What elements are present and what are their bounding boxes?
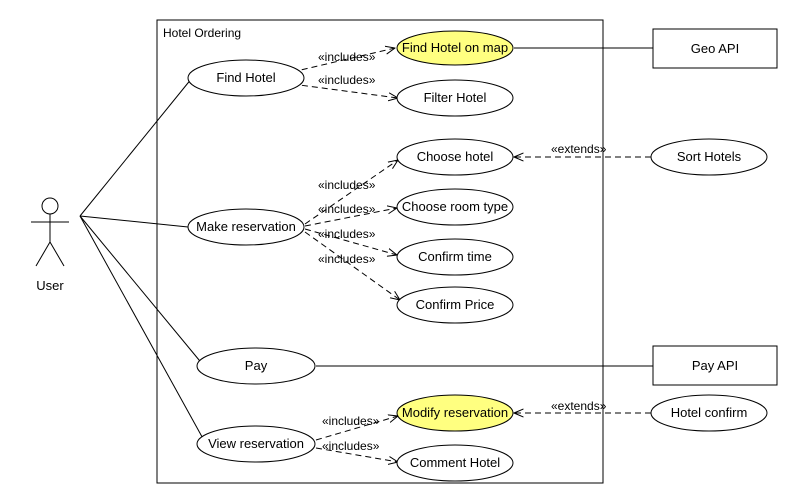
use-case-pay: Pay	[196, 347, 316, 385]
include-reserve-to-confirm-time	[304, 228, 397, 255]
includes-label: «includes»	[318, 202, 376, 216]
svg-text:Confirm Price: Confirm Price	[416, 297, 495, 312]
use-case-confirm-time: Confirm time	[396, 238, 514, 276]
extends-label: «extends»	[551, 142, 607, 156]
include-reserve-to-room-type	[304, 208, 397, 227]
actor-right-leg	[49, 241, 65, 267]
actor-label: User	[36, 278, 64, 293]
external-geo-api: Geo API	[652, 28, 778, 69]
use-case-filter-hotel: Filter Hotel	[396, 79, 514, 117]
extends-label: «extends»	[551, 399, 607, 413]
association-user-make-reservation	[79, 215, 189, 228]
actor-head	[41, 197, 59, 215]
use-case-find-hotel: Find Hotel	[187, 59, 305, 97]
includes-label: «includes»	[318, 227, 376, 241]
system-boundary	[156, 19, 604, 484]
actor-left-leg	[35, 241, 51, 267]
use-case-comment-hotel: Comment Hotel	[396, 444, 514, 482]
system-boundary-title: Hotel Ordering	[163, 26, 241, 40]
includes-label: «includes»	[318, 252, 376, 266]
svg-text:Pay API: Pay API	[692, 358, 738, 373]
svg-text:Choose room type: Choose room type	[402, 199, 508, 214]
svg-text:Find Hotel: Find Hotel	[216, 70, 275, 85]
association-user-find-hotel	[79, 77, 193, 217]
include-find-to-map	[291, 48, 395, 73]
includes-label: «includes»	[322, 439, 380, 453]
include-view-to-comment	[315, 447, 398, 462]
svg-text:View reservation: View reservation	[208, 436, 304, 451]
svg-text:Hotel confirm: Hotel confirm	[671, 405, 748, 420]
includes-label: «includes»	[318, 178, 376, 192]
includes-label: «includes»	[322, 414, 380, 428]
external-hotel-confirm: Hotel confirm	[650, 394, 768, 432]
use-case-find-hotel-on-map: Find Hotel on map	[396, 30, 514, 66]
use-case-choose-room-type: Choose room type	[396, 188, 514, 226]
includes-label: «includes»	[318, 73, 376, 87]
use-case-modify-reservation: Modify reservation	[396, 394, 514, 432]
svg-text:Make reservation: Make reservation	[196, 219, 296, 234]
svg-text:Filter Hotel: Filter Hotel	[424, 90, 487, 105]
association-user-pay	[79, 215, 205, 367]
include-find-to-filter	[291, 83, 398, 98]
svg-text:Sort Hotels: Sort Hotels	[677, 149, 742, 164]
association-user-view-reservation	[79, 215, 207, 445]
external-pay-api: Pay API	[652, 345, 778, 386]
use-case-view-reservation: View reservation	[196, 425, 316, 463]
external-sort-hotels: Sort Hotels	[650, 138, 768, 176]
svg-text:Pay: Pay	[245, 358, 268, 373]
use-case-confirm-price: Confirm Price	[396, 286, 514, 324]
svg-text:Find Hotel on map: Find Hotel on map	[402, 40, 508, 55]
svg-text:Confirm time: Confirm time	[418, 249, 492, 264]
includes-label: «includes»	[318, 50, 376, 64]
include-view-to-modify	[315, 416, 398, 441]
use-case-make-reservation: Make reservation	[187, 208, 305, 246]
svg-text:Geo API: Geo API	[691, 41, 739, 56]
svg-text:Modify reservation: Modify reservation	[402, 405, 508, 420]
include-reserve-to-choose-hotel	[304, 160, 398, 225]
svg-text:Comment Hotel: Comment Hotel	[410, 455, 500, 470]
svg-text:Choose hotel: Choose hotel	[417, 149, 494, 164]
actor-user	[31, 197, 69, 267]
use-case-choose-hotel: Choose hotel	[396, 138, 514, 176]
